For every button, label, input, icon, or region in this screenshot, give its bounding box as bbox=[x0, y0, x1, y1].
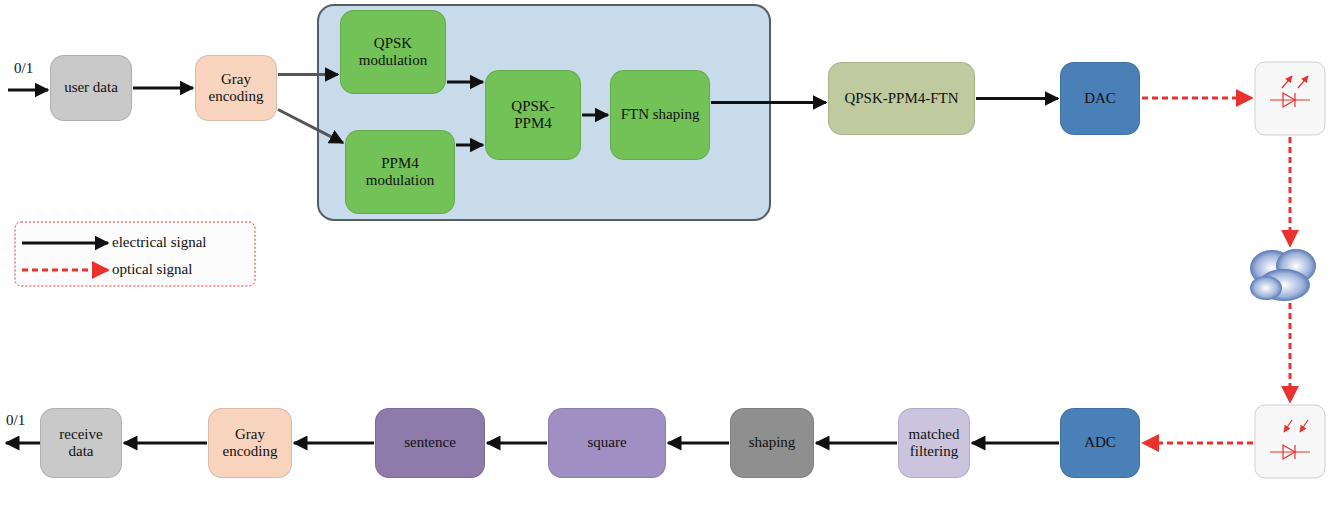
signal-label: 0/1 bbox=[14, 60, 33, 77]
signal-arrow bbox=[447, 81, 483, 84]
signal-arrow bbox=[668, 442, 729, 445]
output-arrow bbox=[6, 442, 40, 445]
signal-arrow bbox=[278, 110, 343, 143]
converter-box: DAC bbox=[1060, 62, 1140, 135]
node-text: sentence bbox=[404, 434, 456, 451]
signal-arrow bbox=[711, 101, 826, 104]
legend-text: optical signal bbox=[112, 261, 192, 278]
filter-box: matched filtering bbox=[898, 408, 970, 478]
data-box: receive data bbox=[40, 408, 122, 478]
signal-arrow bbox=[816, 442, 897, 445]
signal-arrow bbox=[124, 442, 207, 445]
node-text: PPM4 modulation bbox=[352, 155, 448, 190]
node-text: receive data bbox=[47, 426, 115, 461]
node-text: Gray encoding bbox=[215, 426, 285, 461]
modulation-panel bbox=[318, 5, 770, 220]
signal-arrow bbox=[582, 114, 608, 117]
node-text: ADC bbox=[1084, 434, 1116, 451]
signal-label: 0/1 bbox=[6, 412, 25, 429]
shaping-box: FTN shaping bbox=[610, 70, 710, 160]
atmosphere-cloud bbox=[1250, 249, 1316, 301]
signal-arrow bbox=[294, 442, 374, 445]
legend-text: electrical signal bbox=[112, 234, 207, 251]
node-text: QPSK-PPM4-FTN bbox=[844, 90, 958, 107]
legend-box bbox=[15, 222, 255, 286]
encoder-box: Gray encoding bbox=[208, 408, 292, 478]
shaping-box: shaping bbox=[730, 408, 814, 478]
signal-arrow bbox=[976, 97, 1058, 100]
photodiode-symbol bbox=[1255, 405, 1325, 478]
node-text: FTN shaping bbox=[621, 106, 700, 123]
modulation-box: QPSK modulation bbox=[340, 10, 446, 94]
converter-box: ADC bbox=[1060, 408, 1140, 478]
node-text: square bbox=[587, 434, 626, 451]
node-text: Gray encoding bbox=[202, 71, 270, 106]
signal-arrow bbox=[133, 87, 193, 90]
data-box: user data bbox=[50, 55, 132, 121]
signal-arrow bbox=[972, 442, 1059, 445]
modulation-box: QPSK- PPM4 bbox=[485, 70, 581, 160]
signal-arrow bbox=[487, 442, 547, 445]
encoder-box: Gray encoding bbox=[195, 55, 277, 121]
signal-arrow bbox=[456, 144, 483, 147]
signal-arrow bbox=[278, 73, 338, 76]
square-box: square bbox=[548, 408, 666, 478]
optical-links bbox=[1142, 98, 1290, 443]
node-text: user data bbox=[64, 79, 118, 96]
node-text: shaping bbox=[749, 434, 796, 451]
node-text: matched filtering bbox=[905, 426, 963, 461]
laser-symbol bbox=[1255, 62, 1325, 135]
modulation-box: PPM4 modulation bbox=[345, 130, 455, 214]
input-arrow bbox=[8, 89, 48, 92]
decision-box: sentence bbox=[375, 408, 485, 478]
node-text: QPSK modulation bbox=[347, 35, 439, 70]
signal-box: QPSK-PPM4-FTN bbox=[828, 62, 975, 135]
node-text: DAC bbox=[1084, 90, 1116, 107]
node-text: QPSK- PPM4 bbox=[492, 98, 574, 133]
